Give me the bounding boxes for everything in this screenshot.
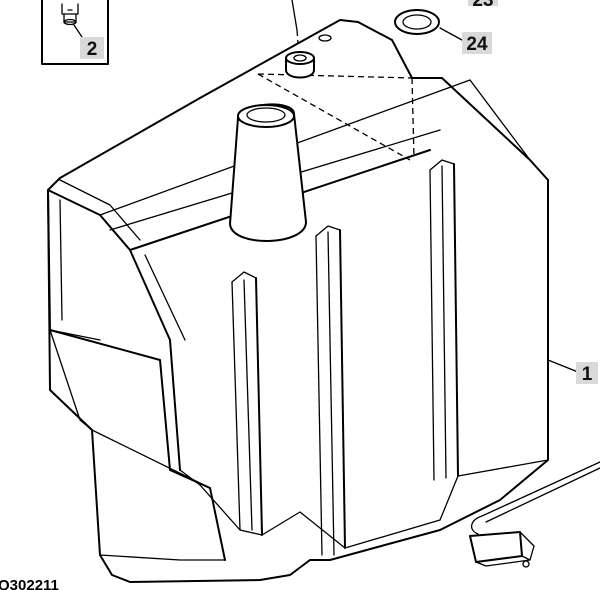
top-boss	[318, 34, 332, 42]
gasket-ring	[394, 9, 463, 41]
sender-connector	[469, 461, 600, 568]
callout-24-label: 24	[466, 34, 488, 55]
top-fitting	[285, 51, 315, 79]
callout-24: 24	[462, 32, 492, 55]
leader-23-line	[291, 0, 298, 31]
fuel-tank	[47, 19, 549, 583]
callout-23-label: 23	[472, 0, 493, 11]
leader-1-line	[547, 359, 579, 373]
filler-neck	[229, 103, 307, 242]
callout-1: 1	[576, 362, 598, 385]
figure-reference: Q302211	[0, 577, 59, 590]
callout-2: 2	[80, 37, 104, 60]
callout-2-label: 2	[87, 39, 98, 60]
callout-1-label: 1	[582, 364, 593, 385]
callout-23: 23	[468, 0, 498, 11]
